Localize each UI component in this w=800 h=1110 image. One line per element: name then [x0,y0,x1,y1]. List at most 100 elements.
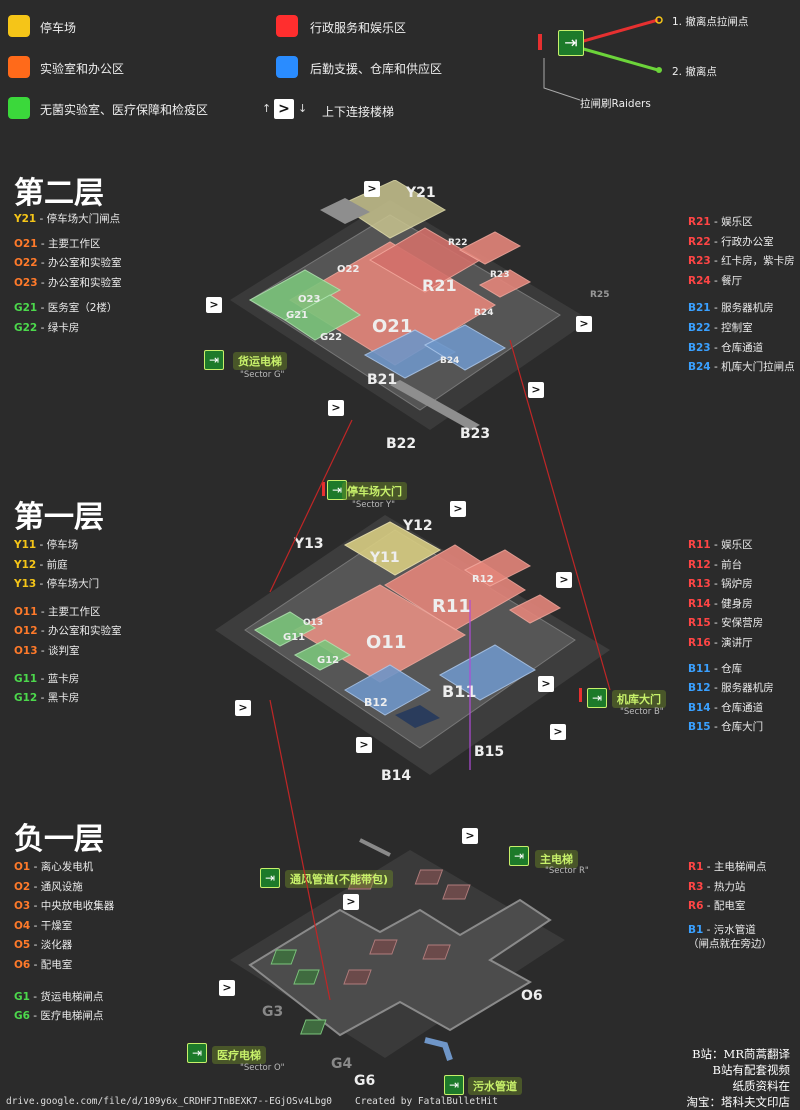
floor2-freight-exit-icon: ⇥ [204,350,224,370]
map-label-r12: R12 [472,574,494,585]
floor1-stairs-icon: > [356,737,372,753]
floor1-map [215,515,610,775]
list-item: B22 - 控制室 [688,321,753,334]
floorb1-main-exit-icon: ⇥ [509,846,529,866]
floor1-stairs-icon: > [538,676,554,692]
floorb1-medical-exit-sector: "Sector O" [240,1063,285,1073]
map-label-g4: G4 [331,1056,353,1072]
floorb1-main-exit-sector: "Sector R" [545,866,589,876]
legend-label-stairs: 上下连接楼梯 [322,105,395,119]
floor1-parking-exit-label: 停车场大门 [342,482,407,500]
map-label-r21: R21 [422,276,457,295]
raiders-alert-icon [538,34,542,50]
list-item: G11 - 蓝卡房 [14,672,80,685]
list-item: R11 - 娱乐区 [688,539,753,551]
list-item: B11 - 仓库 [688,662,743,675]
list-item: Y13 - 停车场大门 [14,578,100,591]
list-item: G21 - 医务室（2楼） [14,302,118,315]
list-item: O2 - 通风设施 [14,880,83,893]
list-item: O4 - 干燥室 [14,919,73,932]
floorb1-right-list: R1 - 主电梯闸点 R3 - 热力站 R6 - 配电室 B1 - 污水管道 （… [688,858,772,951]
map-label-y12: Y12 [403,518,433,534]
credit-1: B站：MR茼蒿翻译 [692,1047,790,1061]
floorb1-vent-exit-label: 通风管道(不能带包) [285,870,394,888]
map-label-o23: O23 [298,294,321,305]
list-item: （闸点就在旁边） [688,937,772,950]
list-item: B12 - 服务器机房 [688,682,774,695]
list-item: O21 - 主要工作区 [14,237,101,250]
list-item: G12 - 黑卡房 [14,692,80,705]
list-item: B15 - 仓库大门 [688,721,764,734]
map-label-b23: B23 [460,426,491,442]
legend-label-lab-office: 实验室和办公区 [40,62,125,76]
map-label-b14: B14 [381,768,412,784]
map-label-o21: O21 [372,316,413,337]
map-label-b12: B12 [364,696,388,709]
floorb1-medical-exit-icon: ⇥ [187,1043,207,1063]
floor1-left-list: Y11 - 停车场 Y12 - 前庭 Y13 - 停车场大门 O11 - 主要工… [14,536,122,709]
list-item: B23 - 仓库通道 [688,341,764,354]
legend-label-logistics: 后勤支援、仓库和供应区 [310,62,443,76]
map-label-o13: O13 [303,618,324,628]
map-label-g12: G12 [317,655,340,666]
map-label-g21: G21 [286,310,309,321]
drive-link[interactable]: drive.google.com/file/d/109y6x_CRDHFJTnB… [6,1096,333,1107]
list-item: B1 - 污水管道 [688,923,756,936]
extract-legend-diagram [543,16,663,101]
legend-swatch-lab-office [8,56,30,78]
floor2-right-list: R21 - 娱乐区 R22 - 行政办公室 R23 - 红卡房，紫卡房 R24 … [688,213,795,378]
floorb1-stairs-icon: > [343,894,359,910]
list-item: G1 - 货运电梯闸点 [14,990,104,1003]
list-item: R23 - 红卡房，紫卡房 [688,255,795,268]
raiders-label: 拉闸刷Raiders [580,98,651,110]
list-item: G22 - 绿卡房 [14,321,80,334]
list-item: B21 - 服务器机房 [688,302,774,315]
list-item: R13 - 锅炉房 [688,578,753,591]
map-label-y11: Y11 [370,550,400,566]
list-item: R15 - 安保营房 [688,617,764,630]
legend-swatch-admin [276,15,298,37]
list-item: G6 - 医疗电梯闸点 [14,1010,104,1023]
floorb1-map [230,838,565,1061]
map-label-g11: G11 [283,632,306,643]
map-label-b22: B22 [386,436,417,452]
floor1-stairs-icon: > [550,724,566,740]
credit-4: 淘宝：塔科夫文印店 [686,1095,791,1109]
map-label-r11: R11 [432,596,471,617]
floor2-left-list: Y21 - 停车场大门闸点 O21 - 主要工作区 O22 - 办公室和实验室 … [14,210,122,339]
list-item: R21 - 娱乐区 [688,216,753,228]
list-item: O22 - 办公室和实验室 [14,257,122,270]
map-label-b21: B21 [367,372,398,388]
hangar-alert-icon [579,688,582,702]
list-item: R16 - 演讲厅 [688,636,753,649]
map-label-g22: G22 [320,332,343,343]
legend-label-parking: 停车场 [40,21,77,35]
floorb1-sewer-exit-icon: ⇥ [444,1075,464,1095]
floor2-stairs-icon: > [528,382,544,398]
extract-exit-icon: ⇥ [558,30,584,56]
floor2-stairs-icon: > [576,316,592,332]
floor2-stairs-icon: > [364,181,380,197]
list-item: Y11 - 停车场 [14,539,79,551]
legend-label-admin: 行政服务和娱乐区 [310,21,407,35]
floor2-freight-exit-sector: "Sector G" [240,370,285,380]
list-item: O1 - 离心发电机 [14,861,94,873]
floorb1-medical-exit-label: 医疗电梯 [212,1046,266,1064]
list-item: B14 - 仓库通道 [688,701,764,714]
floor1-stairs-icon: > [235,700,251,716]
list-item: Y21 - 停车场大门闸点 [14,213,121,225]
list-item: R3 - 热力站 [688,880,746,893]
map-label-o6: O6 [521,988,543,1004]
list-item: O5 - 淡化器 [14,939,73,952]
map-label-b11: B11 [442,682,477,701]
list-item: B24 - 机库大门拉闸点 [688,361,795,374]
map-label-o11: O11 [366,632,407,653]
floor1-stairs-icon: > [556,572,572,588]
list-item: R1 - 主电梯闸点 [688,861,767,873]
map-label-o22: O22 [337,264,360,275]
floor1-hangar-exit-icon: ⇥ [587,688,607,708]
legend-swatch-sterile [8,97,30,119]
list-item: O13 - 谈判室 [14,644,80,657]
floorb1-stairs-icon: > [219,980,235,996]
map-label-b15: B15 [474,744,505,760]
